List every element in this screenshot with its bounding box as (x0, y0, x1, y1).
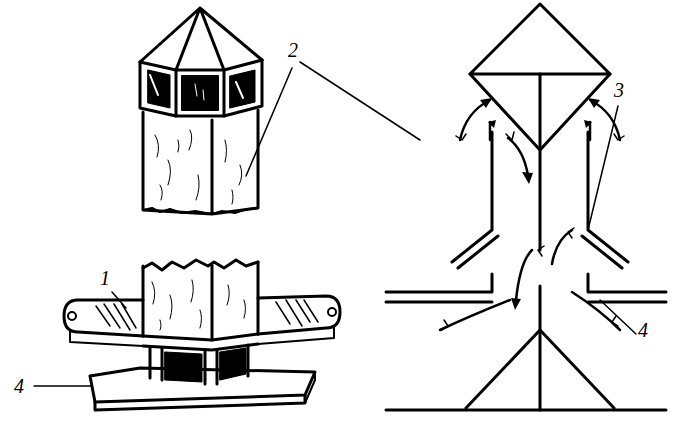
perspective-view (64, 8, 340, 410)
callout-number: 4 (14, 376, 24, 396)
callout-number: 3 (614, 80, 624, 100)
leader-lines (34, 62, 636, 386)
callout-number: 1 (100, 268, 110, 288)
section-view (386, 4, 666, 410)
callout-number: 4 (638, 320, 648, 340)
callout-number: 2 (288, 40, 298, 60)
